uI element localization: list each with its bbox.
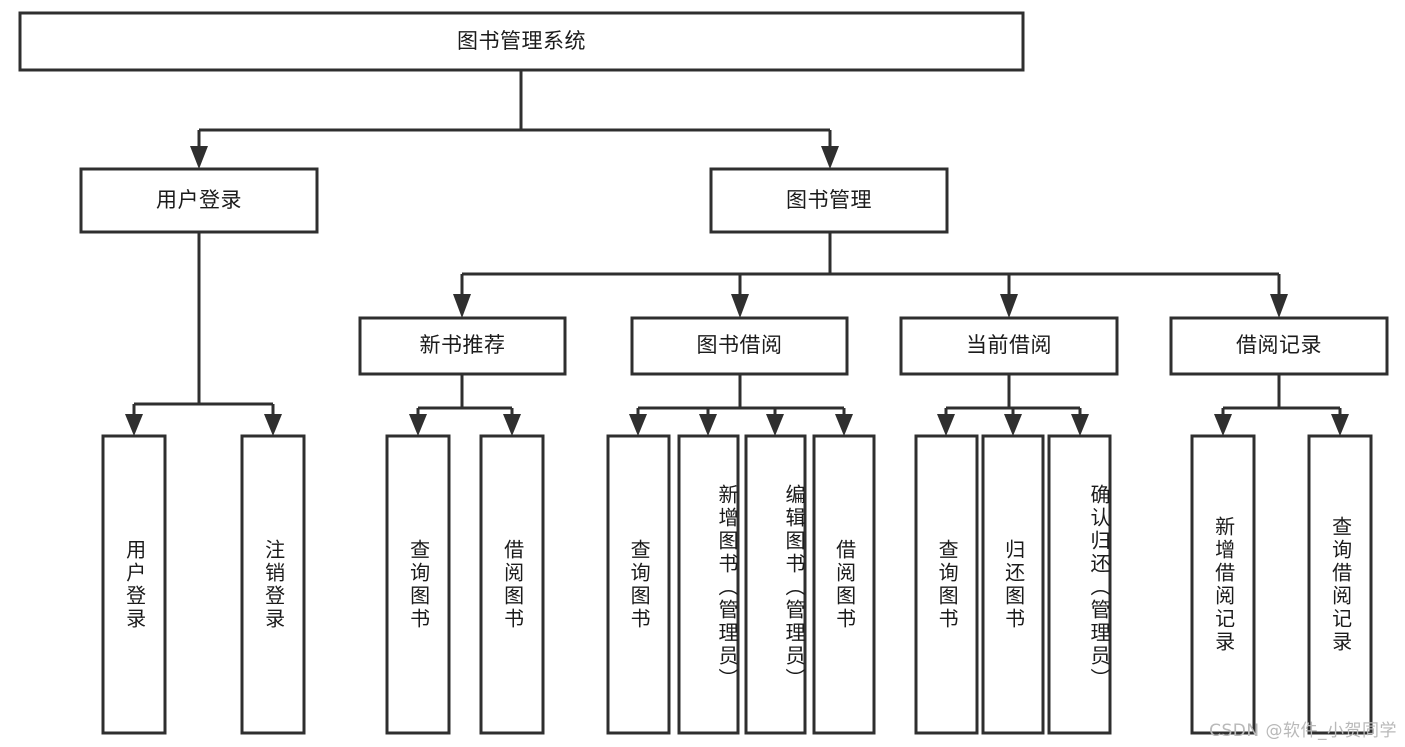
node-leaf-8-box[interactable] xyxy=(914,434,979,735)
node-leaf-10-box[interactable] xyxy=(1047,434,1112,735)
node-leaf-12-box[interactable] xyxy=(1307,434,1373,735)
arrow-l2-2-to-leaf-10 xyxy=(1071,414,1089,436)
arrow-l2-2-to-leaf-8 xyxy=(937,414,955,436)
node-leaf-6-box[interactable] xyxy=(744,434,807,735)
arrow-l1-0-to-leaf-0 xyxy=(125,414,143,436)
arrow-l2-2-to-leaf-9 xyxy=(1004,414,1022,436)
arrow-l2-1-to-leaf-7 xyxy=(835,414,853,436)
arrow-l1-1-to-l2-0 xyxy=(453,294,471,318)
node-l2-1-box[interactable] xyxy=(630,316,849,376)
node-leaf-7-box[interactable] xyxy=(812,434,876,735)
node-root-box[interactable] xyxy=(18,11,1025,72)
watermark-text: CSDN @软件_小贺同学 xyxy=(1209,721,1397,741)
arrow-l2-0-to-leaf-2 xyxy=(409,414,427,436)
node-leaf-9-box[interactable] xyxy=(981,434,1045,735)
node-leaf-11-box[interactable] xyxy=(1190,434,1256,735)
arrow-root-to-l1-1 xyxy=(821,146,839,169)
node-leaf-5-box[interactable] xyxy=(677,434,740,735)
node-leaf-2-box[interactable] xyxy=(385,434,451,735)
node-l2-2-box[interactable] xyxy=(899,316,1119,376)
arrow-l2-1-to-leaf-5 xyxy=(699,414,717,436)
arrow-l1-1-to-l2-3 xyxy=(1270,294,1288,318)
node-l2-3-box[interactable] xyxy=(1169,316,1389,376)
arrow-l1-0-to-leaf-1 xyxy=(264,414,282,436)
node-leaf-4-box[interactable] xyxy=(606,434,671,735)
node-leaf-1-box[interactable] xyxy=(240,434,306,735)
arrow-l1-1-to-l2-1 xyxy=(731,294,749,318)
node-l1-0-box[interactable] xyxy=(79,167,319,234)
arrow-l2-3-to-leaf-11 xyxy=(1214,414,1232,436)
node-l1-1-box[interactable] xyxy=(709,167,949,234)
node-leaf-0-box[interactable] xyxy=(101,434,167,735)
node-leaf-3-box[interactable] xyxy=(479,434,545,735)
arrow-root-to-l1-0 xyxy=(190,146,208,169)
arrow-l2-0-to-leaf-3 xyxy=(503,414,521,436)
arrow-l2-1-to-leaf-4 xyxy=(629,414,647,436)
arrow-l1-1-to-l2-2 xyxy=(1000,294,1018,318)
arrow-l2-3-to-leaf-12 xyxy=(1331,414,1349,436)
node-l2-0-box[interactable] xyxy=(358,316,567,376)
arrow-l2-1-to-leaf-6 xyxy=(766,414,784,436)
